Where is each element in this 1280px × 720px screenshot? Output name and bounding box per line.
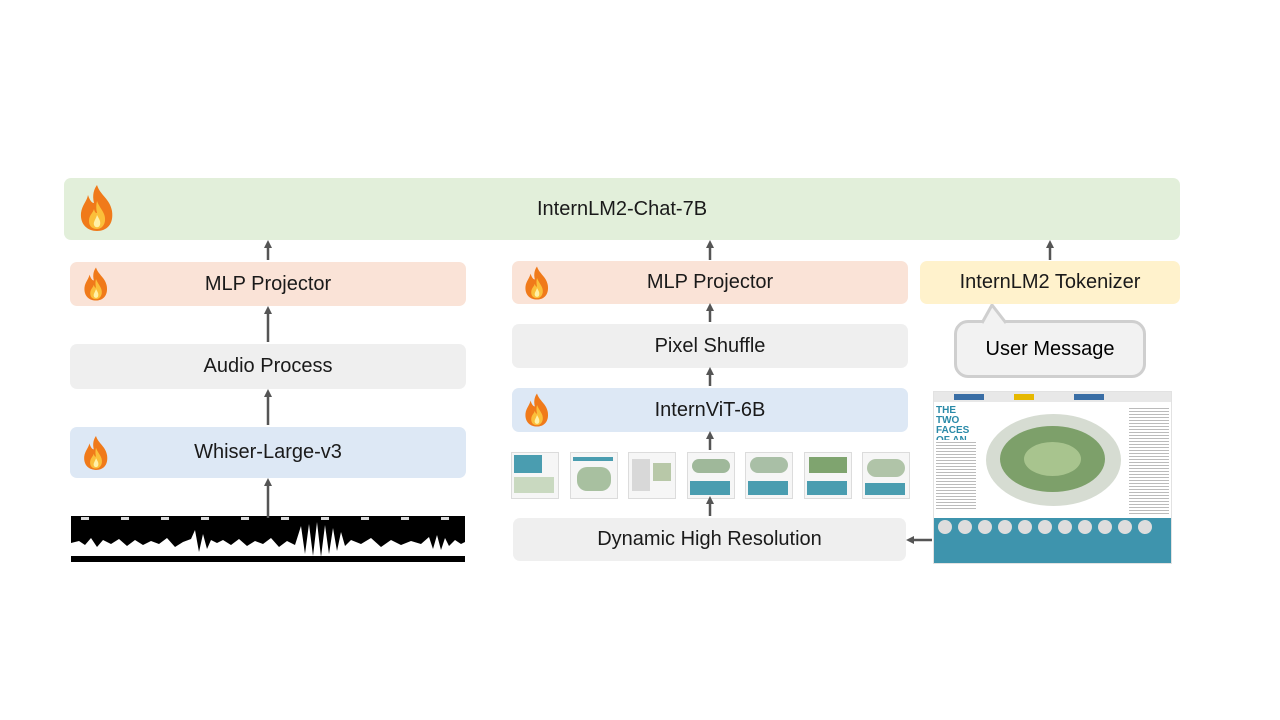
internvit-block: InternViT-6B	[512, 388, 908, 432]
waveform-icon	[71, 516, 465, 562]
audio-projector-label: MLP Projector	[204, 272, 332, 295]
speech-tail-icon	[980, 304, 1008, 324]
image-tile	[570, 452, 618, 499]
vision-mlp-projector: MLP Projector	[512, 261, 908, 304]
image-tile	[745, 452, 793, 499]
vision-projector-label: MLP Projector	[646, 271, 774, 293]
fire-icon	[525, 393, 549, 427]
fire-icon	[84, 436, 108, 470]
dynamic-high-resolution-label: Dynamic High Resolution	[597, 528, 822, 550]
image-tile	[804, 452, 852, 499]
image-tile	[862, 452, 910, 499]
audio-process-label: Audio Process	[203, 355, 333, 377]
user-message-label: User Message	[985, 337, 1115, 360]
llm-block: InternLM2-Chat-7B	[64, 178, 1180, 240]
fire-icon	[80, 185, 113, 231]
audio-mlp-projector: MLP Projector	[70, 262, 466, 306]
tokenizer-block: InternLM2 Tokenizer	[920, 261, 1180, 304]
tokenizer-label: InternLM2 Tokenizer	[959, 271, 1141, 293]
audio-process-block: Audio Process	[70, 344, 466, 389]
image-tile	[511, 452, 559, 499]
pixel-shuffle-block: Pixel Shuffle	[512, 324, 908, 368]
whisper-encoder-block: Whiser-Large-v3	[70, 427, 466, 478]
user-message-bubble: User Message	[954, 320, 1146, 378]
dynamic-high-resolution-block: Dynamic High Resolution	[513, 518, 906, 561]
pixel-shuffle-label: Pixel Shuffle	[654, 334, 766, 357]
image-tile	[628, 452, 676, 499]
llm-label: InternLM2-Chat-7B	[536, 197, 708, 220]
poster-image: THE TWO FACES OF AN ICON	[933, 391, 1172, 564]
image-tile	[687, 452, 735, 499]
fire-icon	[525, 266, 549, 300]
internvit-label: InternViT-6B	[654, 398, 766, 421]
whisper-encoder-label: Whiser-Large-v3	[194, 441, 342, 463]
fire-icon	[84, 267, 108, 301]
